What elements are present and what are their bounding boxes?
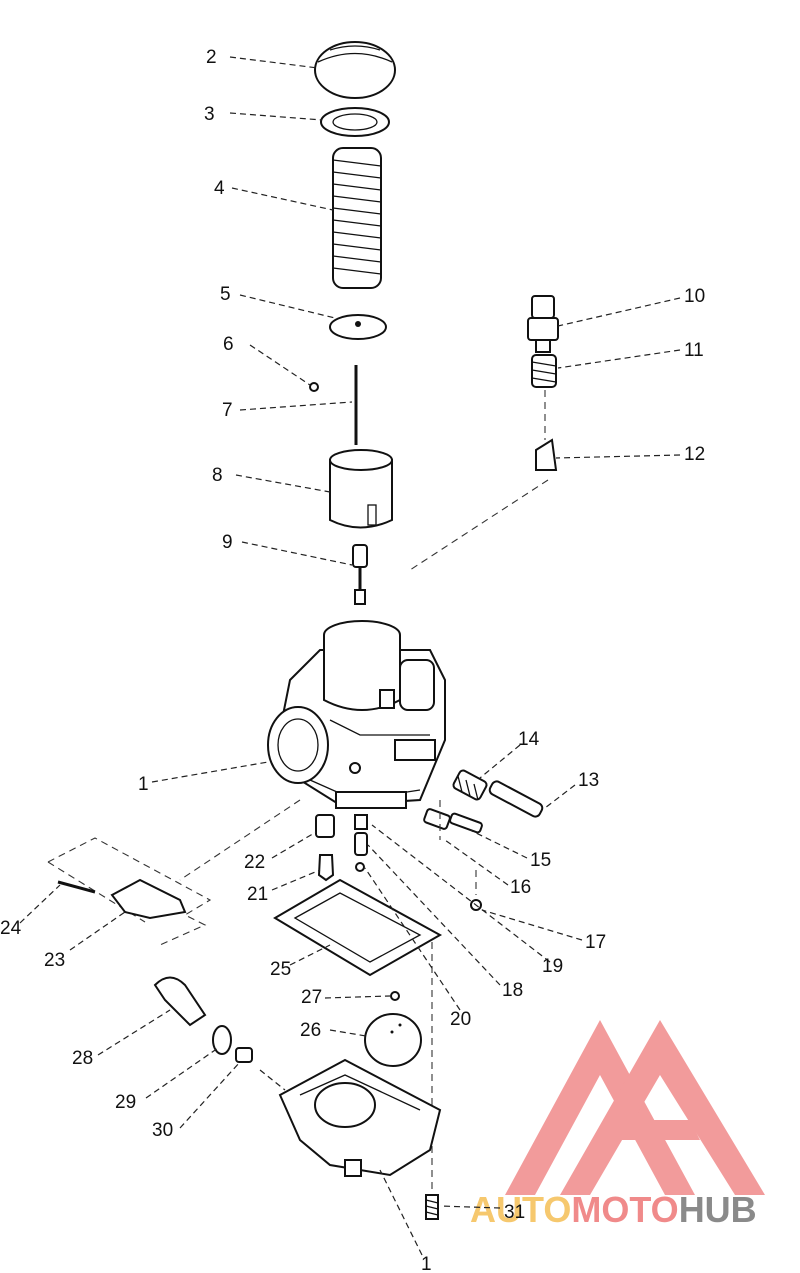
label-5: 5 bbox=[220, 284, 231, 305]
label-30: 30 bbox=[152, 1120, 173, 1141]
label-1-bowl: 1 bbox=[421, 1254, 432, 1273]
part-bowl-gasket bbox=[273, 878, 443, 977]
label-3: 3 bbox=[204, 104, 215, 125]
part-clip-hole bbox=[355, 321, 361, 327]
label-24: 24 bbox=[0, 918, 22, 939]
label-18: 18 bbox=[502, 980, 523, 1001]
label-22: 22 bbox=[244, 852, 265, 873]
part-labels: 2 3 4 5 6 7 8 9 1 10 11 12 13 14 15 16 1… bbox=[0, 47, 705, 1273]
label-8: 8 bbox=[212, 465, 223, 486]
label-25: 25 bbox=[270, 959, 291, 980]
label-7: 7 bbox=[222, 400, 233, 421]
part-clip bbox=[309, 382, 319, 392]
label-10: 10 bbox=[684, 286, 705, 307]
part-float-pin bbox=[57, 880, 96, 894]
part-drain-screw bbox=[153, 976, 253, 1063]
part-slide bbox=[329, 449, 393, 529]
part-float-bowl bbox=[278, 1058, 442, 1177]
label-1-body: 1 bbox=[138, 774, 149, 795]
label-31: 31 bbox=[504, 1202, 525, 1223]
axis-line bbox=[179, 799, 301, 881]
part-float-needle bbox=[390, 991, 400, 1001]
bracket-dashed bbox=[47, 837, 212, 946]
label-6: 6 bbox=[223, 334, 234, 355]
label-13: 13 bbox=[578, 770, 599, 791]
label-27: 27 bbox=[301, 987, 322, 1008]
label-12: 12 bbox=[684, 444, 705, 465]
part-cap bbox=[314, 41, 396, 99]
label-16: 16 bbox=[510, 877, 531, 898]
part-plunger bbox=[535, 438, 558, 471]
label-19: 19 bbox=[542, 956, 563, 977]
part-gasket-ring bbox=[320, 107, 390, 137]
label-17: 17 bbox=[585, 932, 606, 953]
label-21: 21 bbox=[247, 884, 268, 905]
part-carb-body bbox=[267, 620, 446, 809]
watermark-hub: HUB bbox=[679, 1189, 757, 1230]
part-jet-22 bbox=[315, 814, 335, 838]
label-29: 29 bbox=[115, 1092, 136, 1113]
label-4: 4 bbox=[214, 178, 225, 199]
part-gasket-hole bbox=[332, 113, 378, 131]
part-jet-21 bbox=[317, 854, 335, 882]
part-pilot-screw-top bbox=[527, 295, 559, 353]
label-26: 26 bbox=[300, 1020, 321, 1041]
label-9: 9 bbox=[222, 532, 233, 553]
label-11: 11 bbox=[684, 340, 704, 361]
part-washer-20 bbox=[355, 862, 365, 872]
part-float bbox=[364, 1013, 422, 1067]
part-spring bbox=[332, 147, 382, 289]
part-jet-19 bbox=[354, 814, 368, 830]
part-jet-18 bbox=[354, 832, 368, 856]
label-2: 2 bbox=[206, 47, 217, 68]
part-small-spring bbox=[531, 354, 557, 388]
label-14: 14 bbox=[518, 729, 540, 750]
label-23: 23 bbox=[44, 950, 65, 971]
label-15: 15 bbox=[530, 850, 551, 871]
part-bowl-screw bbox=[425, 1194, 439, 1220]
part-needle-jet bbox=[352, 544, 368, 605]
watermark-moto: MOTO bbox=[571, 1189, 678, 1230]
svg-text:AUTOMOTOHUB: AUTOMOTOHUB bbox=[470, 1189, 757, 1230]
part-air-screw bbox=[423, 808, 483, 834]
watermark-auto: AUTO bbox=[470, 1189, 571, 1230]
leader-lines bbox=[19, 56, 681, 1256]
part-throttle-screw bbox=[452, 769, 544, 818]
label-28: 28 bbox=[72, 1048, 93, 1069]
label-20: 20 bbox=[450, 1009, 471, 1030]
watermark-logo bbox=[505, 1020, 765, 1195]
axis-line bbox=[409, 479, 549, 571]
part-float-arm bbox=[110, 878, 187, 920]
